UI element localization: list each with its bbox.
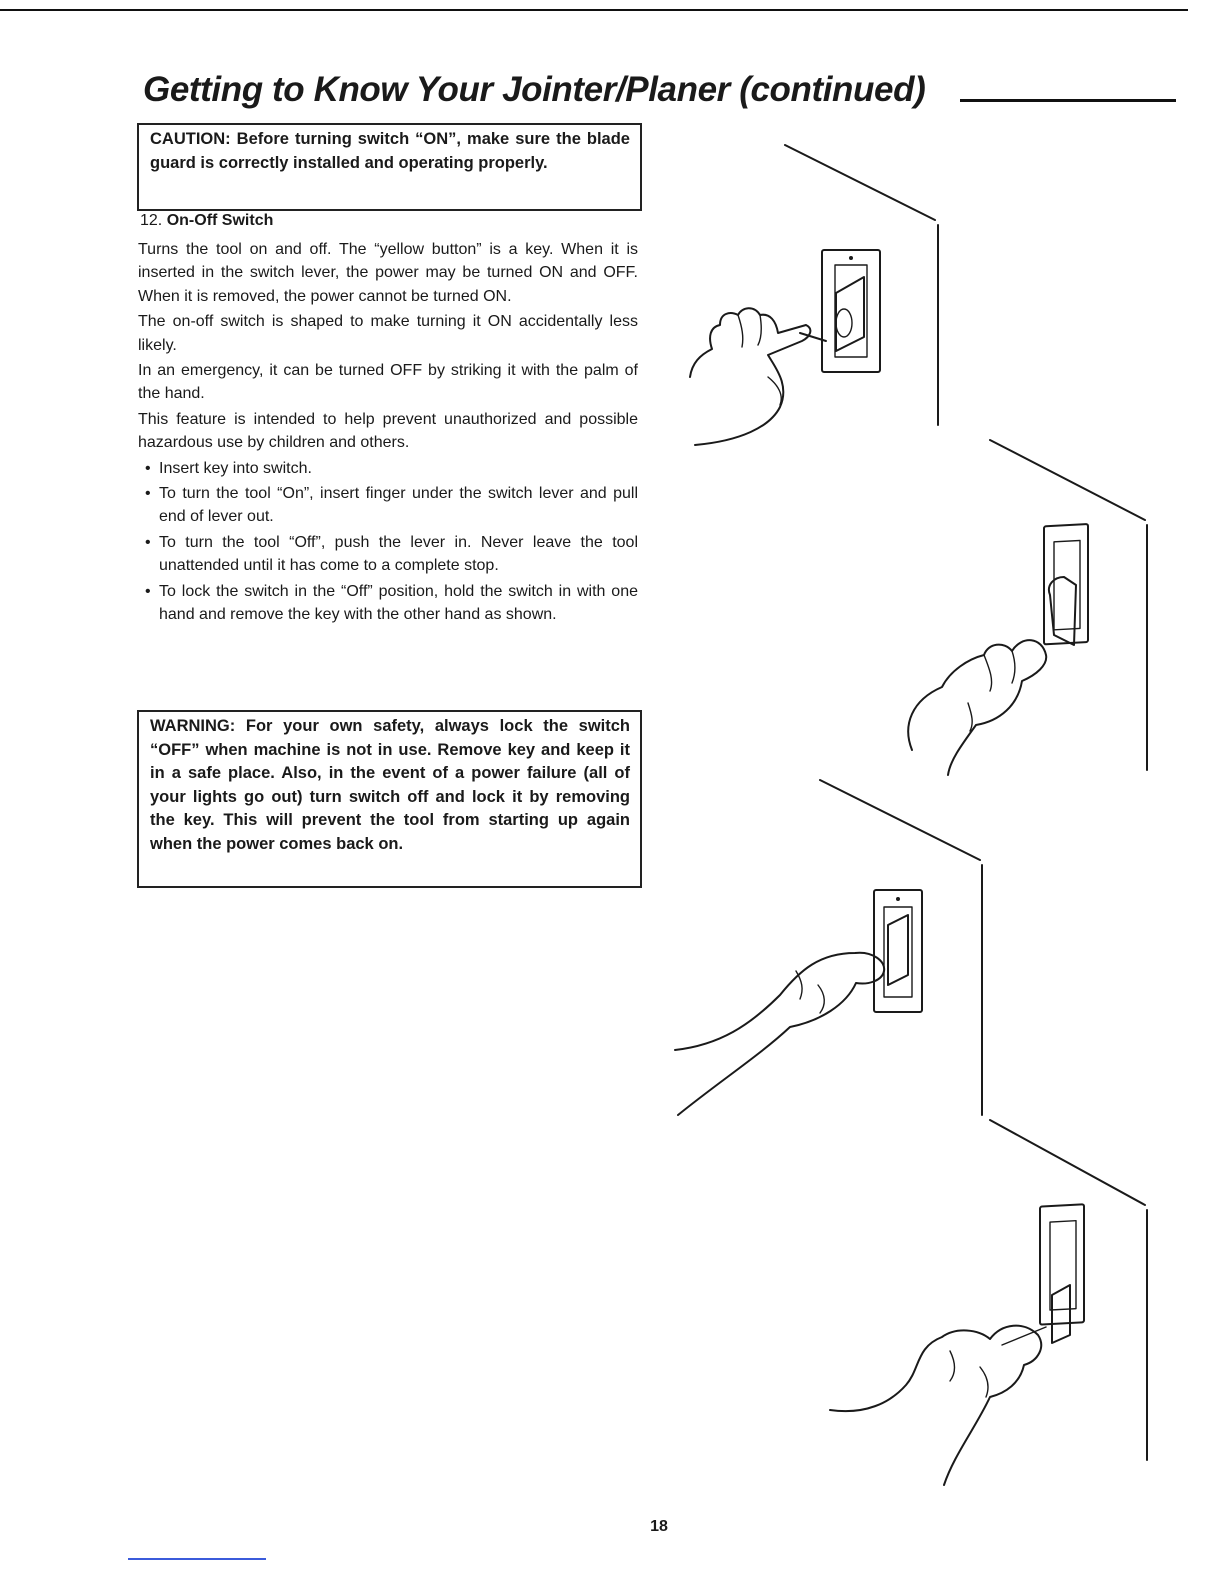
wall-corner-line — [989, 439, 1146, 521]
list-item-text: To turn the tool “Off”, push the lever i… — [159, 533, 638, 575]
switch-plate-icon — [873, 889, 923, 1013]
hand-icon — [689, 307, 812, 446]
finger-lines — [795, 970, 825, 1014]
wall-corner-line — [819, 779, 981, 861]
list-item: • To turn the tool “On”, insert finger un… — [138, 482, 638, 529]
key-slot — [835, 308, 853, 338]
top-rule — [0, 9, 1188, 11]
switch-lever-icon — [1048, 576, 1077, 646]
finger-lines — [949, 1326, 1047, 1398]
wall-corner-line — [784, 144, 936, 221]
switch-opening — [883, 906, 913, 998]
wall-corner-line — [989, 1119, 1146, 1206]
illustration-remove-key — [829, 1119, 1148, 1486]
switch-lever-icon — [887, 914, 909, 986]
title-rule — [960, 99, 1176, 102]
bullet-icon: • — [145, 459, 151, 477]
section-name: On-Off Switch — [166, 212, 274, 229]
footer-rule — [128, 1558, 266, 1560]
hand-icon — [674, 951, 886, 1116]
list-item: • To lock the switch in the “Off” positio… — [138, 580, 638, 627]
list-item-text: To turn the tool “On”, insert finger und… — [159, 485, 638, 526]
bullet-icon: • — [145, 582, 151, 600]
switch-illustrations — [650, 115, 1170, 1515]
switch-lever-icon — [1051, 1284, 1071, 1344]
page-number: 18 — [650, 1518, 668, 1535]
illustration-switch-off — [674, 779, 983, 1116]
warning-box: WARNING: For your own safety, always loc… — [137, 710, 642, 888]
illustration-switch-on — [907, 439, 1148, 776]
paragraph: The on-off switch is shaped to make turn… — [138, 313, 638, 354]
bullet-icon: • — [145, 533, 151, 551]
finger-lines — [737, 314, 782, 406]
section-heading: 12. On-Off Switch — [140, 212, 273, 230]
section-number: 12. — [140, 212, 163, 229]
paragraph: Turns the tool on and off. The “yellow b… — [138, 241, 638, 305]
switch-plate-icon — [1039, 1203, 1085, 1326]
illustration-insert-key — [689, 144, 939, 446]
illustration-canvas — [674, 144, 1148, 1486]
caution-box: CAUTION: Before turning switch “ON”, mak… — [137, 123, 642, 211]
switch-plate-icon — [1043, 523, 1089, 646]
body-text: Turns the tool on and off. The “yellow b… — [138, 238, 638, 629]
screw-icon — [896, 897, 900, 901]
switch-opening — [1049, 1219, 1077, 1311]
key-icon — [799, 332, 827, 342]
hand-icon — [907, 639, 1048, 776]
list-item: • To turn the tool “Off”, push the lever … — [138, 531, 638, 578]
paragraph: In an emergency, it can be turned OFF by… — [138, 362, 638, 403]
finger-lines — [967, 650, 1016, 732]
hand-icon — [829, 1324, 1043, 1486]
page-title: Getting to Know Your Jointer/Planer (con… — [143, 70, 926, 109]
screw-icon — [849, 256, 853, 260]
switch-opening — [1053, 539, 1081, 631]
switch-plate-icon — [821, 249, 881, 373]
list-item-text: To lock the switch in the “Off” position… — [159, 582, 638, 624]
instruction-list: • Insert key into switch. • To turn the to… — [138, 457, 638, 627]
paragraph: This feature is intended to help prevent… — [138, 410, 638, 452]
list-item: • Insert key into switch. — [138, 457, 638, 480]
bullet-icon: • — [145, 485, 151, 503]
list-item-text: Insert key into switch. — [159, 459, 312, 477]
switch-lever-icon — [835, 276, 865, 352]
